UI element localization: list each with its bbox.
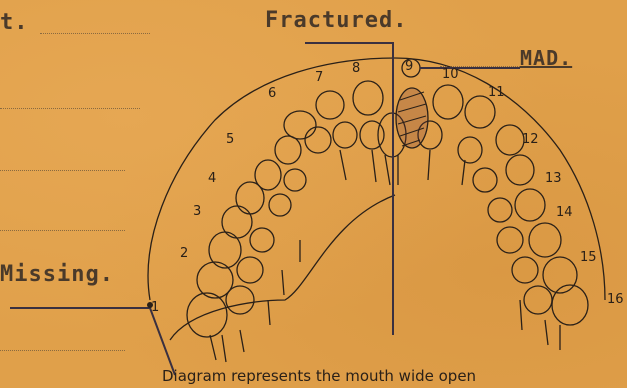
tooth-number: 12 — [522, 132, 539, 147]
tooth-number: 16 — [607, 292, 624, 307]
tooth-number: 2 — [180, 246, 188, 261]
tooth-number: 11 — [488, 85, 505, 100]
tooth-number: 13 — [545, 171, 562, 186]
diagram-caption: Diagram represents the mouth wide open — [162, 367, 476, 385]
tooth-number: 7 — [315, 70, 323, 85]
tooth-number: 15 — [580, 250, 597, 265]
tooth-number: 1 — [151, 300, 159, 315]
tooth-number: 10 — [442, 67, 459, 82]
tooth-number: 8 — [352, 61, 360, 76]
tooth-number: 9 — [405, 59, 413, 74]
tooth-number: 5 — [226, 132, 234, 147]
tooth-number: 6 — [268, 86, 276, 101]
tooth-number: 14 — [556, 205, 573, 220]
tooth-number: 3 — [193, 204, 201, 219]
missing-pointer-line — [10, 308, 175, 375]
fractured-tooth-9 — [396, 88, 428, 148]
tooth-number: 4 — [208, 171, 216, 186]
inner-arch-outline — [170, 195, 395, 340]
teeth-left — [187, 81, 384, 362]
